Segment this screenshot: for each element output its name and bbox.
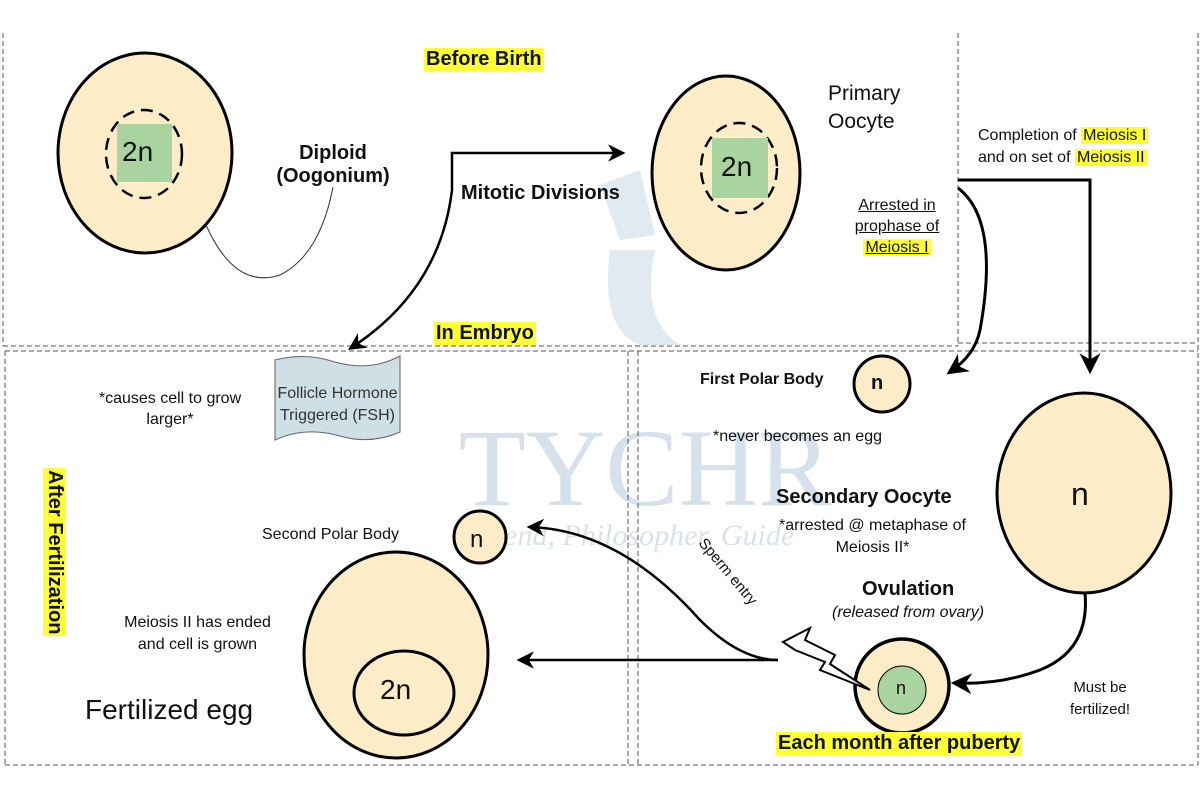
sperm-bolt-icon [781,625,871,691]
mitotic-arrow [348,144,626,350]
first-polar-body-note: *never becomes an egg [713,428,882,445]
primary-oocyte-label-line2: Oocyte [828,110,895,133]
fertilized-note-line2: and cell is grown [137,636,258,653]
fsh-label: Follicle Hormone Triggered (FSH) [275,383,400,427]
meiosis-note-line2-highlight: Meiosis II [1074,149,1147,166]
fsh-line1: Follicle Hormone [277,385,398,402]
oogonium-label-line2: (Oogonium) [276,165,390,187]
watermark-tagline: Friend, Philosopher, Guide [465,519,794,552]
arrested-line1: Arrested in [858,197,936,214]
meiosis-completion-note: Completion of Meiosis I and on set of Me… [978,125,1149,169]
meiosis-note-line1-prefix: Completion of [978,127,1082,144]
second-polar-body-label: Second Polar Body [262,526,399,543]
section-after-fertilization: After Fertilization [43,468,66,637]
arrested-line3: Meiosis I [863,239,931,256]
meiosis-note-line2-prefix: and on set of [978,149,1075,166]
fertilized-egg-label: Fertilized egg [85,694,254,725]
fsh-line2: Triggered (FSH) [280,407,395,424]
secondary-note-line1: *arrested @ metaphase of [778,517,966,534]
fsh-note-line1: *causes cell to grow [98,390,242,407]
meiosis-note-line1-highlight: Meiosis I [1081,127,1149,144]
fertilized-note: Meiosis II has ended and cell is grown [105,612,290,656]
arrested-line2: prophase of [854,218,940,235]
section-before-birth: Before Birth [424,48,544,71]
oogonium-label: Diploid (Oogonium) [262,142,404,188]
ovulated-egg-ploidy: n [896,678,907,698]
section-in-embryo: In Embryo [434,322,536,345]
oogonium-cell [56,51,234,255]
arrested-prophase-note: Arrested in prophase of Meiosis I [845,195,949,258]
oogonium-label-line1: Diploid [299,142,367,164]
must-be-fertilized-note: Must be fertilized! [1055,677,1145,721]
ovulation-arrow [950,592,1087,695]
secondary-oocyte-note: *arrested @ metaphase of Meiosis II* [760,515,985,559]
primary-oocyte-ploidy: 2n [721,151,753,182]
oogonium-connector [205,186,334,279]
region-borders [2,33,1199,766]
fertilized-egg-cell [302,550,490,760]
secondary-note-line2: Meiosis II* [835,539,910,556]
first-polar-body-cell [852,354,912,414]
fsh-note: *causes cell to grow larger* [75,388,265,430]
first-polar-body-label: First Polar Body [700,371,824,388]
secondary-oocyte-label: Secondary Oocyte [776,486,952,508]
fsh-note-line2: larger* [146,411,194,428]
primary-oocyte-label-line1: Primary [828,82,901,105]
secondary-oocyte-ploidy: n [1071,476,1089,512]
fsh-shape [274,355,401,441]
must-line2: fertilized! [1069,701,1131,718]
first-polar-arrow [946,186,988,375]
secondary-oocyte-cell [995,391,1173,595]
section-each-month: Each month after puberty [776,732,1023,755]
ovulation-sub: (released from ovary) [832,604,985,621]
second-polar-body-ploidy: n [470,526,484,553]
ovulated-egg-cell [853,637,951,735]
second-polar-body-cell [452,509,508,565]
watermark-brand: TYCHR [459,407,832,529]
mitotic-divisions-label: Mitotic Divisions [461,182,620,204]
fertilized-note-line1: Meiosis II has ended [124,614,271,631]
primary-oocyte-cell [650,74,802,272]
fertilized-egg-ploidy: 2n [380,674,412,705]
first-polar-body-ploidy: n [871,372,884,394]
primary-oocyte-label: Primary Oocyte [828,80,900,136]
must-line1: Must be [1073,679,1127,696]
oogonium-ploidy: 2n [122,136,154,167]
ovulation-label: Ovulation [862,578,955,600]
sperm-entry-curve [526,518,779,662]
secondary-oocyte-arrow [958,178,1101,375]
